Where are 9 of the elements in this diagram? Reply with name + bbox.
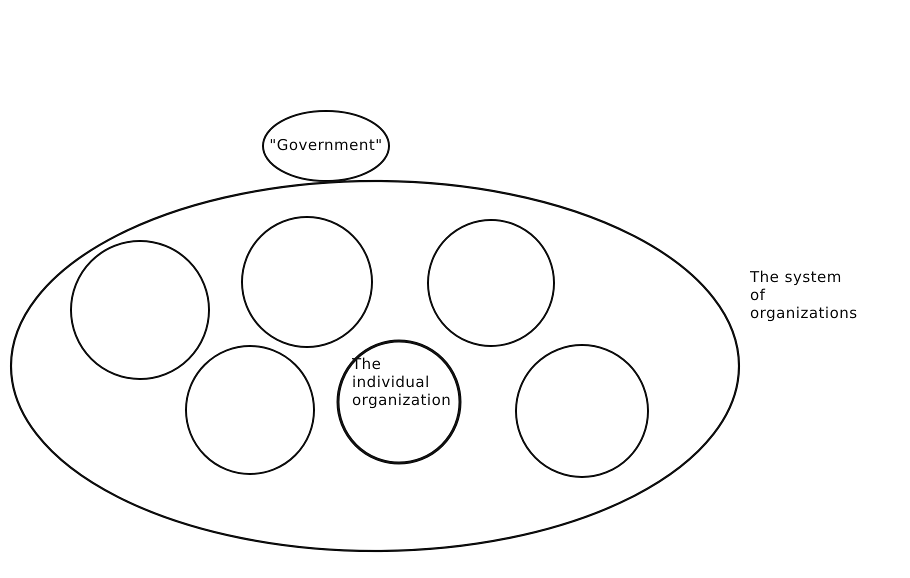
- circle: [185, 345, 315, 475]
- node-label: "Government": [268, 136, 384, 154]
- circle: [427, 218, 555, 348]
- node-label: The system of organizations: [750, 268, 859, 322]
- oval: [262, 110, 390, 182]
- circle: [337, 340, 461, 464]
- circle: [515, 344, 649, 478]
- circle: [70, 240, 210, 380]
- circle: [241, 216, 373, 348]
